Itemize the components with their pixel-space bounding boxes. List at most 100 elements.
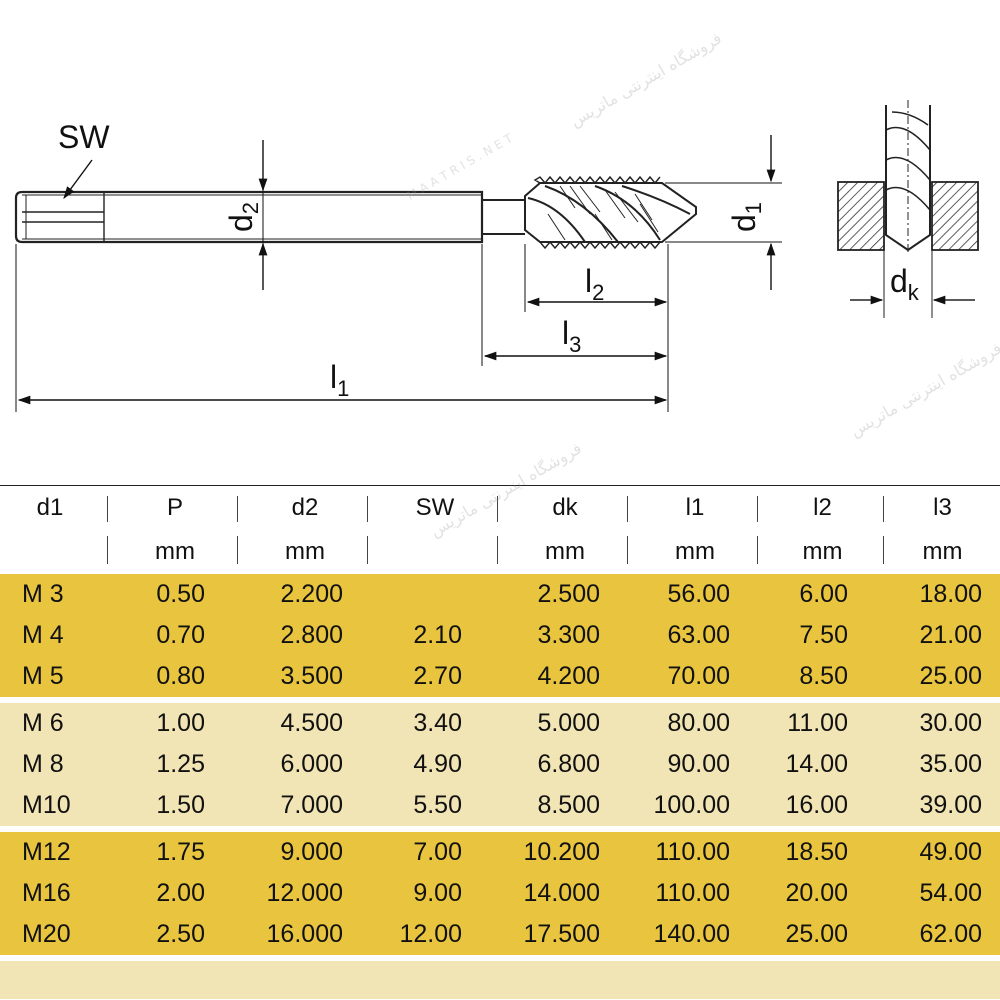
- column-divider: [883, 496, 885, 522]
- tap-shank: [14, 190, 525, 244]
- cell-d1: M12: [22, 838, 71, 866]
- header-l1: l1: [685, 494, 705, 521]
- l3-label: l3: [562, 315, 581, 357]
- column-divider: [757, 496, 759, 522]
- dk-label: dk: [890, 263, 920, 305]
- table-group-1: M 3 0.50 2.200 2.500 56.00 6.00 18.00 M …: [0, 574, 1000, 697]
- unit-l3: mm: [922, 538, 963, 565]
- cell-l2: 16.00: [785, 791, 848, 819]
- cell-d2: 6.000: [280, 750, 343, 778]
- cell-d2: 12.000: [266, 879, 343, 907]
- cell-dk: 2.500: [537, 580, 600, 608]
- unit-dk: mm: [545, 538, 585, 565]
- d2-label: d2: [223, 202, 263, 232]
- unit-l1: mm: [675, 538, 715, 565]
- cell-d2: 2.800: [280, 621, 343, 649]
- cell-dk: 14.000: [523, 879, 600, 907]
- header-dk: dk: [552, 494, 578, 521]
- unit-d2: mm: [285, 538, 325, 565]
- column-divider: [757, 536, 759, 564]
- cell-l1: 56.00: [667, 580, 730, 608]
- cell-p: 2.50: [156, 920, 205, 948]
- l2-dimension: l2: [524, 244, 669, 412]
- cell-p: 0.50: [156, 580, 205, 608]
- unit-l2: mm: [802, 538, 843, 565]
- column-divider: [627, 536, 629, 564]
- group-spacer: [0, 826, 1000, 832]
- cell-l2: 14.00: [785, 750, 848, 778]
- cell-d2: 3.500: [280, 662, 343, 690]
- cell-p: 1.00: [156, 709, 205, 737]
- cell-l2: 8.50: [799, 662, 848, 690]
- dimension-table: d1 P d2 SW dk l1 l2 l3 mm mm mm mm mm mm: [0, 485, 1000, 999]
- cell-d1: M 3: [22, 580, 64, 608]
- cell-l2: 11.00: [787, 709, 848, 737]
- cell-l1: 100.00: [653, 791, 730, 819]
- table-row: M 6 1.00 4.500 3.40 5.000 80.00 11.00 30…: [0, 703, 1000, 744]
- cell-p: 1.50: [156, 791, 205, 819]
- cell-l3: 49.00: [919, 838, 982, 866]
- cell-l3: 25.00: [919, 662, 982, 690]
- table-row: M16 2.00 12.000 9.00 14.000 110.00 20.00…: [0, 873, 1000, 914]
- cell-l3: 30.00: [919, 709, 982, 737]
- d1-dimension: d1: [665, 135, 782, 290]
- column-divider: [367, 536, 369, 564]
- cell-l2: 25.00: [785, 920, 848, 948]
- cell-l3: 62.00: [919, 920, 982, 948]
- unit-p: mm: [155, 538, 195, 565]
- cell-d2: 2.200: [280, 580, 343, 608]
- column-divider: [107, 496, 109, 522]
- d2-dimension: d2: [223, 140, 268, 290]
- header-l3: l3: [933, 494, 952, 521]
- cell-p: 0.70: [156, 621, 205, 649]
- cell-sw: [370, 574, 462, 615]
- column-divider: [237, 536, 239, 564]
- cell-d1: M 5: [22, 662, 64, 690]
- unit-sw: [370, 530, 500, 574]
- table-row: M 5 0.80 3.500 2.70 4.200 70.00 8.50 25.…: [0, 656, 1000, 697]
- cell-dk: 8.500: [537, 791, 600, 819]
- cell-d2: 9.000: [280, 838, 343, 866]
- cell-l1: 110.00: [655, 838, 730, 866]
- cell-sw: 9.00: [413, 879, 462, 907]
- column-divider: [107, 536, 109, 564]
- cell-l1: 63.00: [667, 621, 730, 649]
- sw-label: SW: [58, 119, 110, 155]
- column-divider: [497, 496, 499, 522]
- header-d2: d2: [291, 494, 319, 521]
- table-row: M 4 0.70 2.800 2.10 3.300 63.00 7.50 21.…: [0, 615, 1000, 656]
- table-row: M12 1.75 9.000 7.00 10.200 110.00 18.50 …: [0, 832, 1000, 873]
- unit-d1: [0, 530, 100, 574]
- cell-d2: 16.000: [266, 920, 343, 948]
- cell-l3: 18.00: [919, 580, 982, 608]
- cell-d1: M 8: [22, 750, 64, 778]
- l3-dimension: l3: [481, 244, 668, 366]
- cell-d1: M 4: [22, 621, 64, 649]
- column-divider: [627, 496, 629, 522]
- d1-label: d1: [726, 202, 766, 232]
- group-spacer: [0, 955, 1000, 961]
- l1-dimension: l1: [15, 244, 668, 412]
- table-header-row: d1 P d2 SW dk l1 l2 l3: [0, 485, 1000, 530]
- cell-p: 2.00: [156, 879, 205, 907]
- cell-dk: 3.300: [537, 621, 600, 649]
- cell-sw: 12.00: [399, 920, 462, 948]
- cell-d1: M20: [22, 920, 71, 948]
- header-p: P: [166, 494, 183, 521]
- sw-dimension: SW: [58, 119, 110, 200]
- header-l2: l2: [813, 494, 832, 521]
- cell-l3: 54.00: [919, 879, 982, 907]
- technical-drawing: SW d2 d1 l2 l3 l1: [14, 100, 979, 412]
- cell-l2: 6.00: [799, 580, 848, 608]
- cell-sw: 5.50: [413, 791, 462, 819]
- cell-l2: 20.00: [785, 879, 848, 907]
- tap-thread: [524, 175, 697, 250]
- cell-l1: 70.00: [667, 662, 730, 690]
- hole-section-view: dk: [837, 100, 979, 318]
- cell-l3: 35.00: [919, 750, 982, 778]
- table-bottom-band: [0, 961, 1000, 999]
- cell-dk: 6.800: [537, 750, 600, 778]
- cell-l1: 110.00: [655, 879, 730, 907]
- table-row: M10 1.50 7.000 5.50 8.500 100.00 16.00 3…: [0, 785, 1000, 826]
- cell-d2: 7.000: [280, 791, 343, 819]
